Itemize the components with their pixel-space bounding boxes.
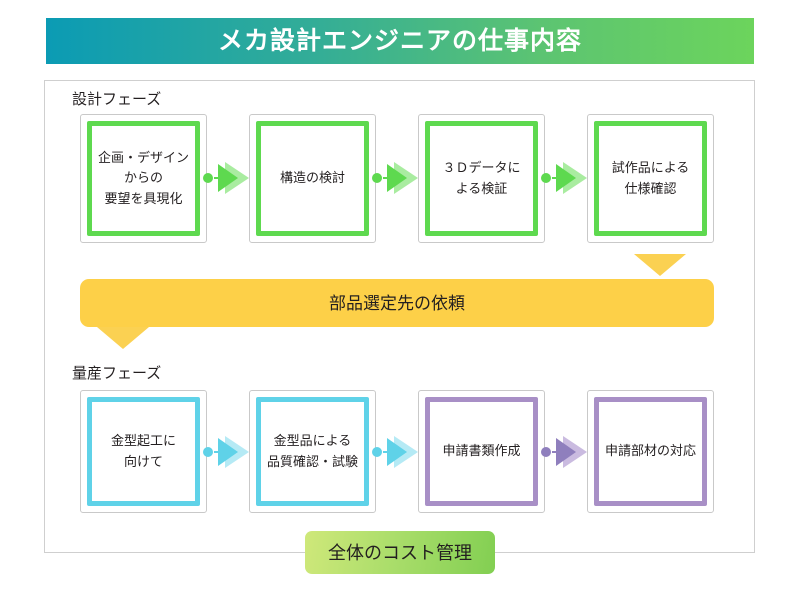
massproduction-step-3-label: 申請書類作成: [442, 443, 521, 459]
title-banner: メカ設計エンジニアの仕事内容: [46, 18, 754, 64]
design-step-3-label: ３Ｄデータに よる検証: [442, 160, 521, 196]
connector-band-label: 部品選定先の依頼: [329, 293, 465, 313]
massproduction-step-4[interactable]: 申請部材の対応: [587, 390, 714, 513]
massproduction-step-3[interactable]: 申請書類作成: [418, 390, 545, 513]
design-arrow-3-icon: [541, 158, 589, 198]
massproduction-step-4-frame: 申請部材の対応: [594, 397, 707, 506]
massproduction-step-2-label: 金型品による 品質確認・試験: [266, 433, 358, 469]
massproduction-step-3-frame: 申請書類作成: [425, 397, 538, 506]
massproduction-arrow-1-icon: [203, 432, 251, 472]
massproduction-step-2[interactable]: 金型品による 品質確認・試験: [249, 390, 376, 513]
massproduction-step-4-label: 申請部材の対応: [604, 443, 696, 459]
design-phase-label: 設計フェーズ: [72, 91, 162, 108]
massproduction-step-2-frame: 金型品による 品質確認・試験: [256, 397, 369, 506]
design-step-3-frame: ３Ｄデータに よる検証: [425, 121, 538, 236]
connector-arrow-down-top-icon: [634, 254, 686, 276]
massproduction-arrow-2-icon: [372, 432, 420, 472]
connector-arrow-down-bottom-icon: [97, 327, 149, 349]
cost-management-text: 全体のコスト管理: [328, 542, 472, 563]
design-arrow-2-icon: [372, 158, 420, 198]
massproduction-step-1-label: 金型起工に 向けて: [110, 433, 176, 469]
design-step-2-frame: 構造の検討: [256, 121, 369, 236]
massproduction-step-1-frame: 金型起工に 向けて: [87, 397, 200, 506]
massproduction-phase-label: 量産フェーズ: [72, 365, 162, 382]
cost-management-label[interactable]: 全体のコスト管理: [305, 531, 495, 574]
design-arrow-1-icon: [203, 158, 251, 198]
connector-band[interactable]: 部品選定先の依頼: [80, 279, 714, 327]
design-step-2-label: 構造の検討: [279, 170, 345, 186]
design-step-1-frame: 企画・デザイン からの 要望を具現化: [87, 121, 200, 236]
design-step-3[interactable]: ３Ｄデータに よる検証: [418, 114, 545, 243]
page-title: メカ設計エンジニアの仕事内容: [217, 26, 582, 55]
design-step-1-label: 企画・デザイン からの 要望を具現化: [97, 150, 189, 206]
design-step-4-frame: 試作品による 仕様確認: [594, 121, 707, 236]
design-step-2[interactable]: 構造の検討: [249, 114, 376, 243]
massproduction-arrow-3-icon: [541, 432, 589, 472]
design-step-4-label: 試作品による 仕様確認: [611, 160, 690, 196]
massproduction-step-1[interactable]: 金型起工に 向けて: [80, 390, 207, 513]
design-step-1[interactable]: 企画・デザイン からの 要望を具現化: [80, 114, 207, 243]
design-step-4[interactable]: 試作品による 仕様確認: [587, 114, 714, 243]
